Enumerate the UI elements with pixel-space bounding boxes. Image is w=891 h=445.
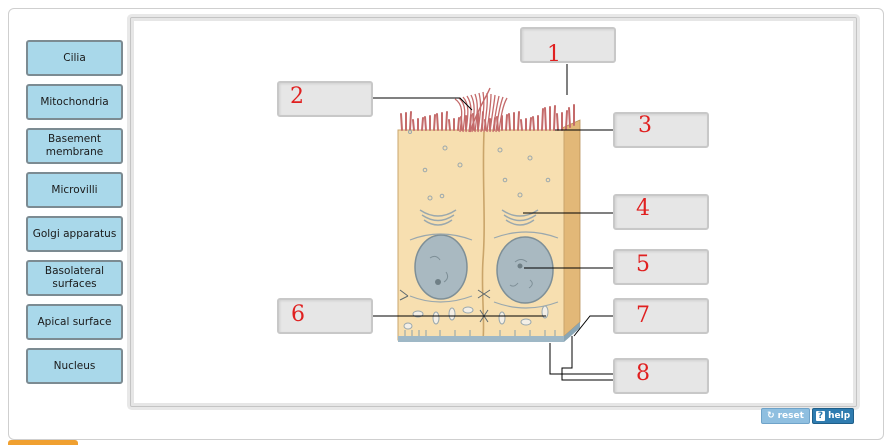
drop-target-2[interactable] <box>277 81 373 117</box>
label-text: Mitochondria <box>40 95 109 108</box>
question-icon: ? <box>815 411 826 421</box>
drop-target-8[interactable] <box>613 358 709 394</box>
label-text: Cilia <box>63 51 86 64</box>
drop-target-7[interactable] <box>613 298 709 334</box>
label-microvilli[interactable]: Microvilli <box>26 172 123 208</box>
label-text: Nucleus <box>53 359 96 372</box>
target-number-7: 7 <box>636 303 650 328</box>
target-number-4: 4 <box>636 196 650 221</box>
drop-target-3[interactable] <box>613 112 709 148</box>
label-text: Basement membrane <box>45 133 104 158</box>
target-number-1: 1 <box>547 42 561 67</box>
target-number-3: 3 <box>638 113 652 138</box>
label-text: Golgi apparatus <box>32 227 117 240</box>
label-nucleus[interactable]: Nucleus <box>26 348 123 384</box>
drop-target-4[interactable] <box>613 194 709 230</box>
reset-button[interactable]: ↻ reset <box>761 408 810 424</box>
label-mitochondria[interactable]: Mitochondria <box>26 84 123 120</box>
label-cilia[interactable]: Cilia <box>26 40 123 76</box>
label-apical-surface[interactable]: Apical surface <box>26 304 123 340</box>
diagram-panel <box>130 17 857 407</box>
target-number-5: 5 <box>636 252 650 277</box>
label-text: Microvilli <box>51 183 98 196</box>
drop-target-6[interactable] <box>277 298 373 334</box>
label-basement-membrane[interactable]: Basement membrane <box>26 128 123 164</box>
target-number-8: 8 <box>636 361 650 386</box>
help-label: help <box>828 411 851 421</box>
help-button[interactable]: ? help <box>812 408 854 424</box>
refresh-icon: ↻ <box>767 411 775 421</box>
label-text: Apical surface <box>37 315 112 328</box>
drop-target-1[interactable] <box>520 27 616 63</box>
bottom-tab <box>8 440 78 445</box>
drop-target-5[interactable] <box>613 249 709 285</box>
target-number-6: 6 <box>291 302 305 327</box>
target-number-2: 2 <box>290 84 304 109</box>
label-text: Basolateral surfaces <box>44 265 105 290</box>
label-golgi-apparatus[interactable]: Golgi apparatus <box>26 216 123 252</box>
label-basolateral-surfaces[interactable]: Basolateral surfaces <box>26 260 123 296</box>
reset-label: reset <box>777 411 804 421</box>
